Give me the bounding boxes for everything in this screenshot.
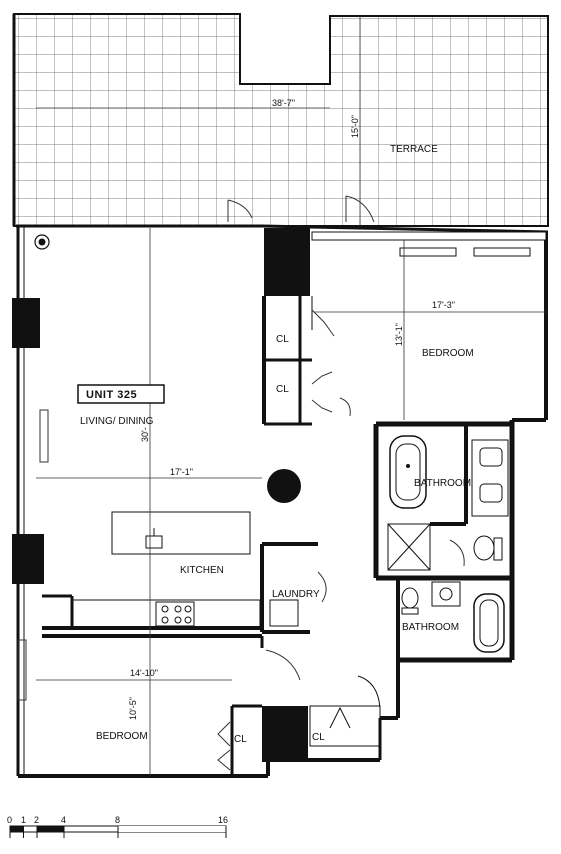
terrace	[12, 13, 549, 227]
main-bedroom-label: BEDROOM	[422, 348, 474, 359]
toilet-second	[401, 587, 419, 615]
closet-doors-main	[311, 309, 351, 417]
round-column	[267, 469, 301, 503]
closet-label-lower: CL	[276, 384, 289, 395]
scale-tick-4: 4	[61, 815, 66, 825]
second-bedroom-walls	[42, 634, 264, 776]
unit-label-box	[77, 384, 165, 404]
main-bedroom-width-dim: 17'-3"	[432, 300, 455, 310]
living-width-dim: 17'-1"	[170, 467, 193, 477]
duct-icon	[34, 234, 50, 250]
main-bedroom-depth-dim: 13'-1"	[394, 323, 404, 346]
outer-walls	[16, 224, 549, 778]
main-bathroom-walls	[373, 421, 512, 581]
closet-label-hall: CL	[312, 732, 325, 743]
double-vanity	[471, 439, 509, 517]
scale-tick-1: 1	[21, 815, 26, 825]
unit-label: UNIT 325	[86, 389, 137, 401]
terrace-door-left	[227, 199, 253, 222]
main-bathroom-label: BATHROOM	[414, 478, 471, 489]
kitchen-label: KITCHEN	[180, 565, 224, 576]
second-bedroom-label: BEDROOM	[96, 731, 148, 742]
cooktop-icon	[155, 601, 195, 627]
terrace-label: TERRACE	[390, 144, 438, 155]
second-bedroom-width-dim: 14'-10"	[130, 668, 158, 678]
columns	[12, 228, 310, 762]
sink-second	[431, 581, 461, 607]
laundry-walls	[260, 542, 318, 634]
second-bedroom-depth-dim: 10'-5"	[128, 697, 138, 720]
hall-closet	[309, 675, 381, 747]
closet-label-upper: CL	[276, 334, 289, 345]
facade-windows	[17, 409, 49, 701]
dimension-lines	[36, 16, 546, 776]
bathroom-door-arc	[449, 539, 465, 567]
shower-main	[387, 523, 431, 571]
bathtub-second	[473, 593, 505, 653]
closet-label-bedroom2: CL	[234, 734, 247, 745]
scale-bar: 0 1 2 4 8 16	[7, 815, 228, 838]
terrace-depth-dim: 15'-0"	[350, 115, 360, 138]
kitchen-counter	[42, 594, 261, 630]
bedroom-window	[311, 231, 547, 257]
scale-tick-16: 16	[218, 815, 228, 825]
living-dining-label: LIVING/ DINING	[80, 416, 154, 427]
closet-doors-second	[217, 721, 231, 771]
kitchen-island	[111, 511, 251, 555]
laundry-door-arc	[317, 571, 327, 603]
terrace-door-right	[345, 195, 375, 223]
bathtub-main	[389, 435, 427, 509]
scale-tick-2: 2	[34, 815, 39, 825]
laundry-label: LAUNDRY	[272, 589, 320, 600]
toilet-main	[473, 535, 503, 561]
bedroom-closet-walls	[262, 296, 313, 426]
scale-tick-8: 8	[115, 815, 120, 825]
terrace-width-dim: 38'-7"	[272, 98, 295, 108]
second-bathroom-label: BATHROOM	[402, 622, 459, 633]
bedroom2-door-arc	[265, 649, 301, 681]
living-depth-dim: 30'-	[140, 427, 150, 442]
scale-tick-0: 0	[7, 815, 12, 825]
